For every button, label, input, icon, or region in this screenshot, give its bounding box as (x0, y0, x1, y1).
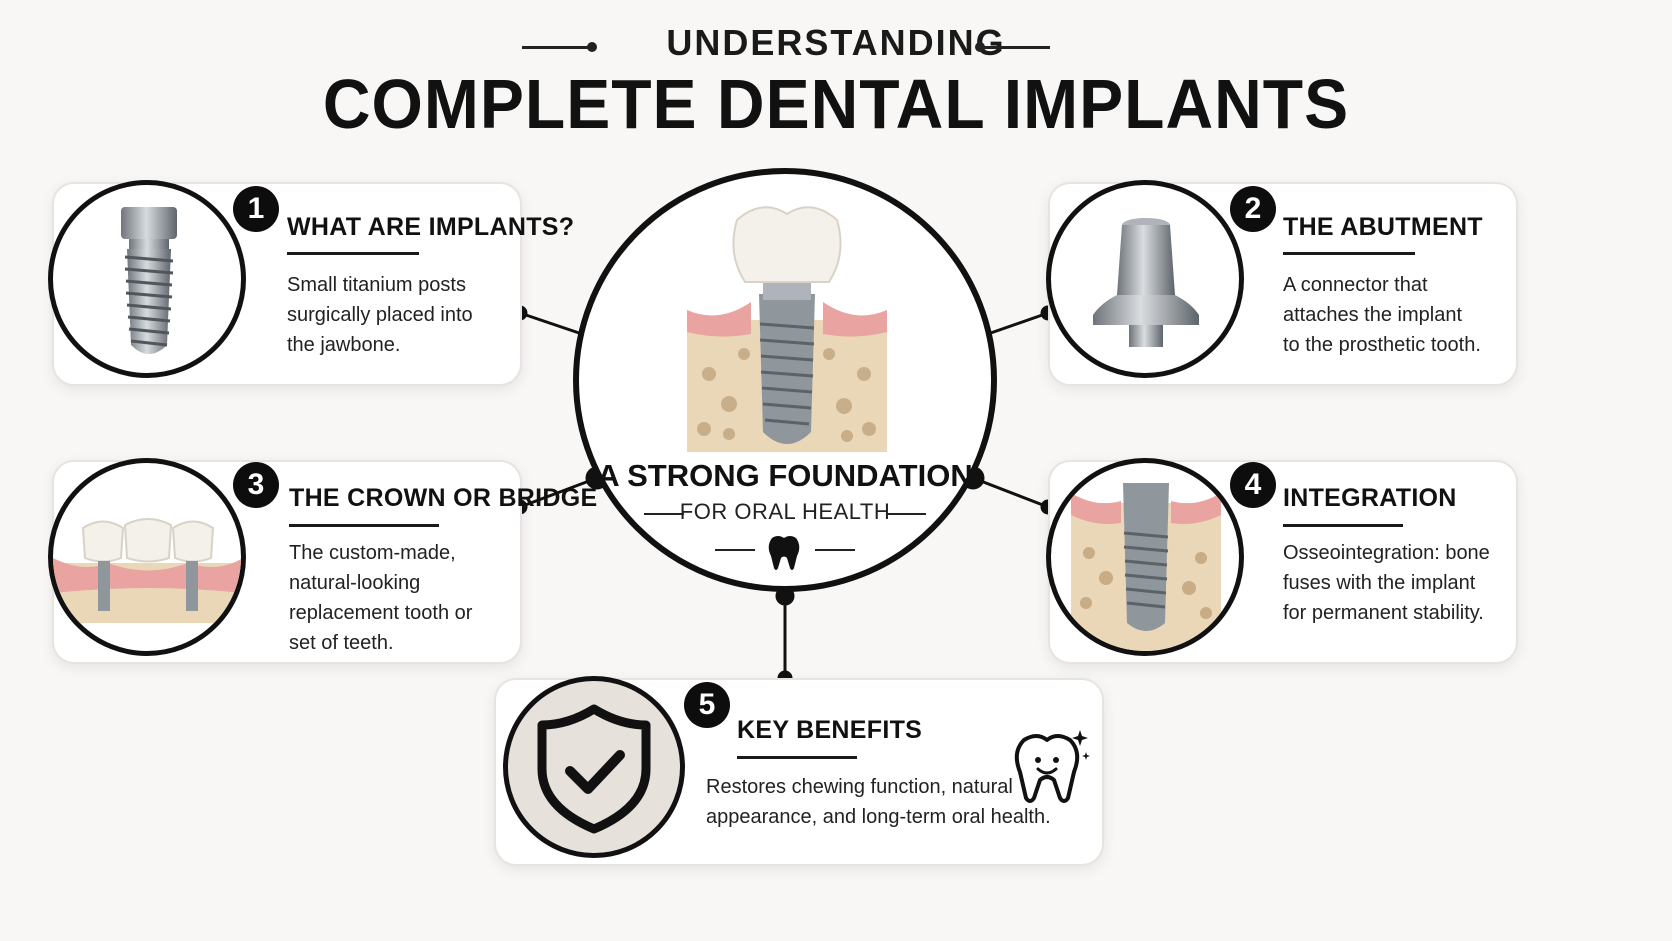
implant-screw-icon (121, 207, 177, 354)
card-4-line: for permanent stability. (1283, 602, 1484, 624)
card-1-line: Small titanium posts (287, 274, 466, 296)
bone-implant-icon (1071, 483, 1221, 651)
card-2-line: to the prosthetic tooth. (1283, 334, 1481, 356)
step-badge-3: 3 (233, 462, 279, 508)
card-2-line: A connector that (1283, 274, 1428, 296)
step-badge-5: 5 (684, 682, 730, 728)
center-implant-illustration (687, 206, 887, 452)
card-1-title: WHAT ARE IMPLANTS? (287, 213, 575, 241)
step-badge-1: 1 (233, 186, 279, 232)
card-5-line: appearance, and long-term oral health. (706, 806, 1051, 828)
card-4-line: Osseointegration: bone (1283, 542, 1490, 564)
card-3-line: natural-looking (289, 572, 421, 594)
center-subtitle: FOR ORAL HEALTH (679, 499, 891, 524)
card-2-title: THE ABUTMENT (1283, 213, 1483, 241)
center-title: A STRONG FOUNDATION (597, 458, 973, 493)
shield-check-icon (537, 704, 651, 834)
card-3-title: THE CROWN OR BRIDGE (289, 484, 598, 512)
card-3-line: The custom-made, (289, 542, 456, 564)
benefits-image (503, 676, 685, 858)
card-3-text: The custom-made, natural-looking replace… (289, 538, 472, 658)
happy-tooth-icon (1014, 730, 1090, 803)
integration-image (1046, 458, 1244, 656)
card-3-line: set of teeth. (289, 632, 394, 654)
card-3-line: replacement tooth or (289, 602, 473, 624)
abutment-icon (1093, 218, 1199, 347)
step-badge-4: 4 (1230, 462, 1276, 508)
abutment-image (1046, 180, 1244, 378)
card-4-line: fuses with the implant (1283, 572, 1476, 594)
tooth-icon (768, 536, 800, 570)
card-2-text: A connector that attaches the implant to… (1283, 270, 1481, 360)
bridge-icon (53, 518, 241, 623)
card-5-line: Restores chewing function, natural (706, 776, 1013, 798)
card-1-line: surgically placed into (287, 304, 473, 326)
header-kicker: UNDERSTANDING (666, 22, 1006, 63)
card-5-text: Restores chewing function, natural appea… (706, 772, 1051, 832)
card-2-line: attaches the implant (1283, 304, 1462, 326)
card-1-line: the jawbone. (287, 334, 401, 356)
card-4-title: INTEGRATION (1283, 484, 1457, 512)
page-title: COMPLETE DENTAL IMPLANTS (322, 65, 1350, 143)
bridge-image (48, 458, 246, 656)
implant-image (48, 180, 246, 378)
card-4-text: Osseointegration: bone fuses with the im… (1283, 538, 1490, 628)
card-1-text: Small titanium posts surgically placed i… (287, 270, 473, 360)
center-circle (573, 168, 997, 592)
card-5-title: KEY BENEFITS (737, 716, 923, 744)
step-badge-2: 2 (1230, 186, 1276, 232)
